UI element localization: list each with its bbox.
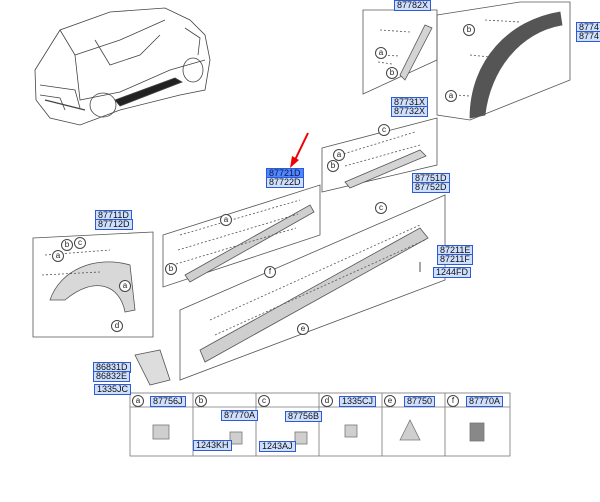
callout-b: b (61, 239, 73, 251)
label-1335jc[interactable]: 1335JC (94, 384, 132, 395)
panel-87751d (179, 194, 446, 381)
legend-letter-e: e (384, 395, 396, 407)
legend-letter-c: c (258, 395, 270, 407)
label-8774-bottom[interactable]: 8774 (576, 31, 600, 42)
legend-table (129, 392, 511, 457)
panel-87711d (32, 231, 154, 338)
callout-a: a (445, 90, 457, 102)
callout-e: e (297, 323, 309, 335)
legend-part-87770a[interactable]: 87770A (221, 410, 259, 421)
legend-part-87756b[interactable]: 87756B (285, 411, 323, 422)
callout-f: f (264, 266, 276, 278)
label-86832e[interactable]: 86832E (93, 371, 131, 382)
callout-d: d (111, 320, 123, 332)
panel-87721d (162, 184, 321, 288)
legend-part-87756j[interactable]: 87756J (150, 396, 186, 407)
callout-a: a (220, 214, 232, 226)
legend-part-1243aj[interactable]: 1243AJ (259, 441, 296, 452)
legend-letter-f: f (447, 395, 459, 407)
label-87782x[interactable]: 87782X (394, 0, 432, 11)
callout-c: c (74, 237, 86, 249)
legend-part-87770a-f[interactable]: 87770A (466, 396, 504, 407)
callout-b: b (327, 160, 339, 172)
callout-b: b (165, 263, 177, 275)
label-87732x[interactable]: 87732X (391, 106, 429, 117)
indicator-arrow-icon (290, 132, 309, 168)
legend-part-87750[interactable]: 87750 (404, 396, 436, 407)
legend-part-1243kh[interactable]: 1243KH (193, 440, 232, 451)
callout-a: a (52, 250, 64, 262)
callout-c: c (375, 202, 387, 214)
callout-a: a (333, 149, 345, 161)
label-1244fd[interactable]: 1244FD (433, 267, 472, 278)
label-87752d[interactable]: 87752D (412, 182, 450, 193)
label-87211f[interactable]: 87211F (437, 254, 473, 265)
callout-a: a (119, 280, 131, 292)
legend-part-1335cj[interactable]: 1335CJ (339, 396, 377, 407)
panel-rear-arch (436, 1, 571, 121)
callout-b: b (463, 24, 475, 36)
legend-letter-b: b (195, 395, 207, 407)
panel-87731x (321, 117, 438, 193)
callout-c: c (378, 124, 390, 136)
label-87722d[interactable]: 87722D (266, 177, 304, 188)
label-87712d[interactable]: 87712D (95, 219, 133, 230)
mudflap-part (134, 349, 171, 386)
callout-b: b (386, 67, 398, 79)
callout-a: a (375, 47, 387, 59)
legend-letter-a: a (132, 395, 144, 407)
legend-letter-d: d (321, 395, 333, 407)
vehicle-illustration (34, 7, 211, 126)
